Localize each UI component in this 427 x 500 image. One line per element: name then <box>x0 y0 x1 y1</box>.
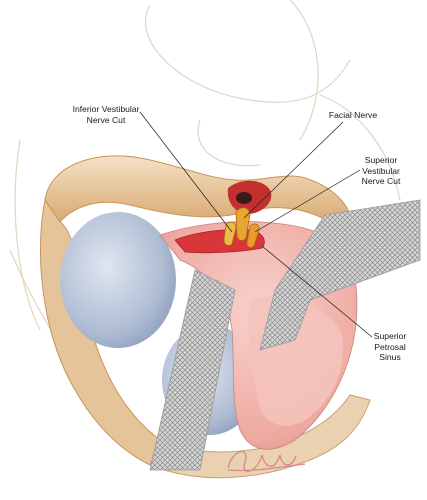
label-line: Nerve Cut <box>86 114 126 125</box>
vestibular-nerve-stump <box>223 221 237 246</box>
bone-dark-hole <box>236 192 252 204</box>
label-inferior-vestibular-nerve-cut: Inferior Vestibular Nerve Cut <box>56 104 156 125</box>
leader-facial-nerve <box>243 121 344 219</box>
leader-superior-petrosal <box>261 245 373 338</box>
label-line: Sinus <box>379 352 401 362</box>
vestibular-nerve-stump-2 <box>246 223 260 248</box>
bone-bottom <box>149 394 371 479</box>
leader-inferior-vestibular <box>139 111 233 233</box>
cerebellum-upper <box>60 212 176 348</box>
surgical-mesh-left <box>149 269 236 471</box>
surgical-mesh-right <box>259 199 421 351</box>
label-line: Petrosal <box>374 341 406 352</box>
leader-superior-vestibular <box>254 169 361 233</box>
artist-signature <box>227 451 306 472</box>
label-line: Vestibular <box>362 165 400 176</box>
label-line: Nerve Cut <box>361 176 401 186</box>
label-line: Facial Nerve <box>328 110 378 120</box>
bone-rim <box>44 155 351 223</box>
label-superior-petrosal-sinus: Superior Petrosal Sinus <box>360 331 420 363</box>
label-line: Superior <box>373 331 407 341</box>
label-superior-vestibular-nerve-cut: Superior Vestibular Nerve Cut <box>346 155 416 187</box>
label-line: Inferior Vestibular <box>72 104 140 114</box>
leader-lines <box>139 111 373 338</box>
label-line: Superior <box>364 155 398 165</box>
label-facial-nerve: Facial Nerve <box>318 110 388 121</box>
